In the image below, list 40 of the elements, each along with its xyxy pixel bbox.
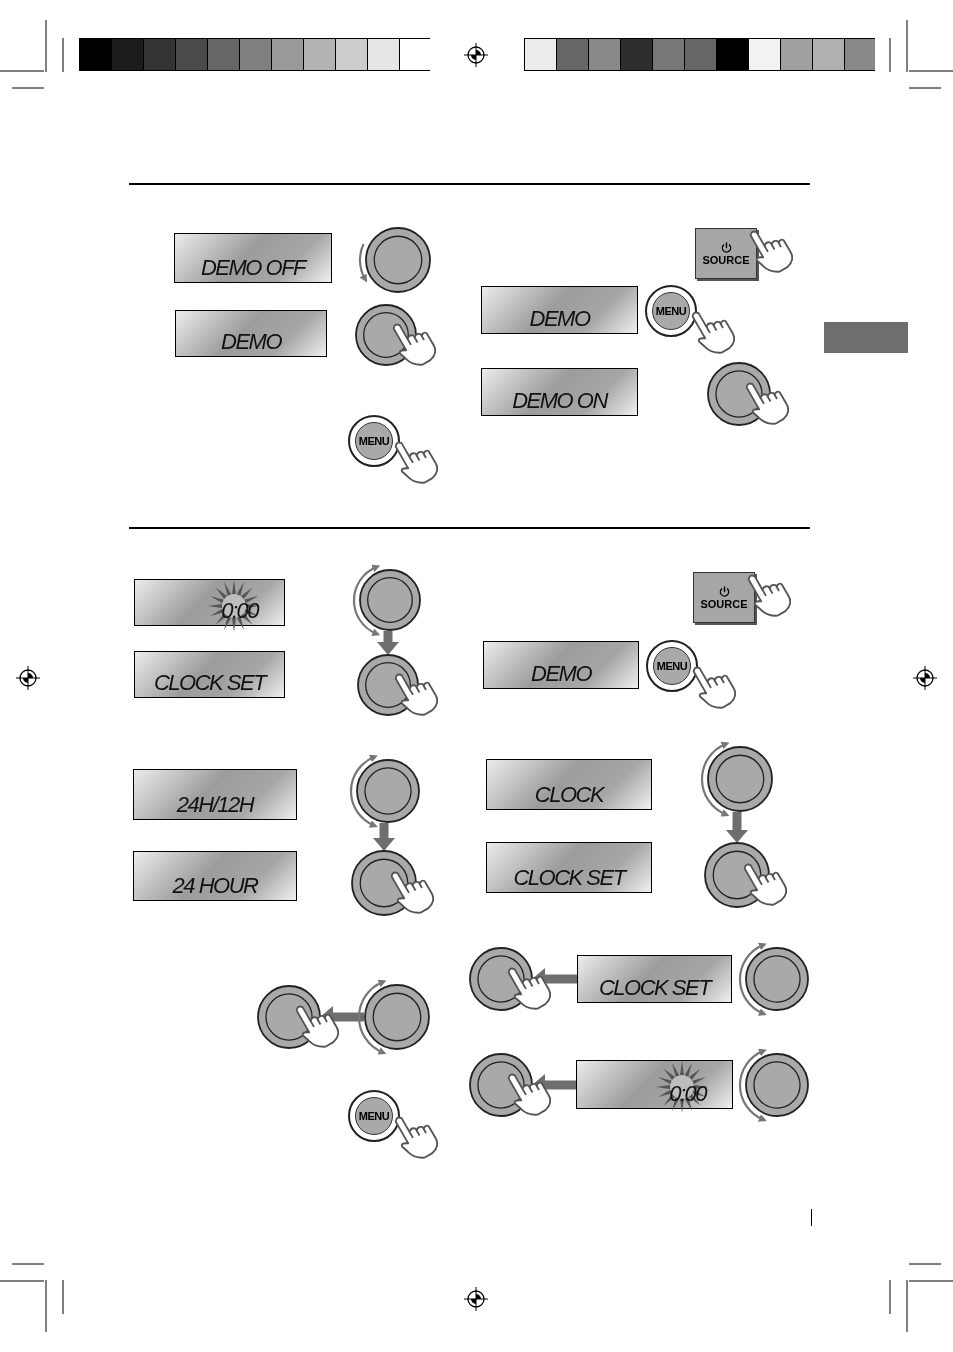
lcd-display [174,233,332,283]
display-text: CLOCK SET [513,867,625,889]
lcd-display [483,641,639,689]
block-arrow [726,812,748,843]
lcd-display [486,842,652,893]
lcd-display [481,368,638,416]
display-text: DEMO [221,331,281,353]
display-text: DEMO OFF [200,257,306,279]
menu-button: MENU [348,415,400,467]
lcd-display [133,851,297,901]
menu-button: MENU [646,640,698,692]
source-button: SOURCE [693,572,755,623]
source-button: SOURCE [695,228,757,279]
menu-button: MENU [348,1090,400,1142]
rotary-knob [356,759,420,823]
menu-button: MENU [645,285,697,337]
rotary-knob [745,947,809,1011]
display-text: DEMO ON [512,390,607,412]
lcd-display [577,955,732,1003]
block-arrow [377,631,399,655]
display-text: 24H/12H [176,794,254,816]
rotary-knob [745,1053,809,1117]
lcd-display [175,310,327,357]
rotary-knob [359,569,421,631]
rotary-knob [365,227,431,293]
display-text: CLOCK SET [153,672,266,694]
lcd-display [134,651,285,698]
lcd-display [486,759,652,810]
block-arrow [373,823,395,851]
rotary-knob [707,746,773,812]
display-text: DEMO [529,308,590,330]
section-tab [824,322,908,353]
display-text: DEMO [531,663,591,685]
display-text: 24 HOUR [172,875,258,897]
display-text: CLOCK SET [598,977,711,999]
display-text: CLOCK [534,784,604,806]
rotary-knob [364,984,430,1050]
display-text: 0:00 [221,600,258,622]
lcd-display [481,286,638,334]
lcd-display [133,769,297,820]
